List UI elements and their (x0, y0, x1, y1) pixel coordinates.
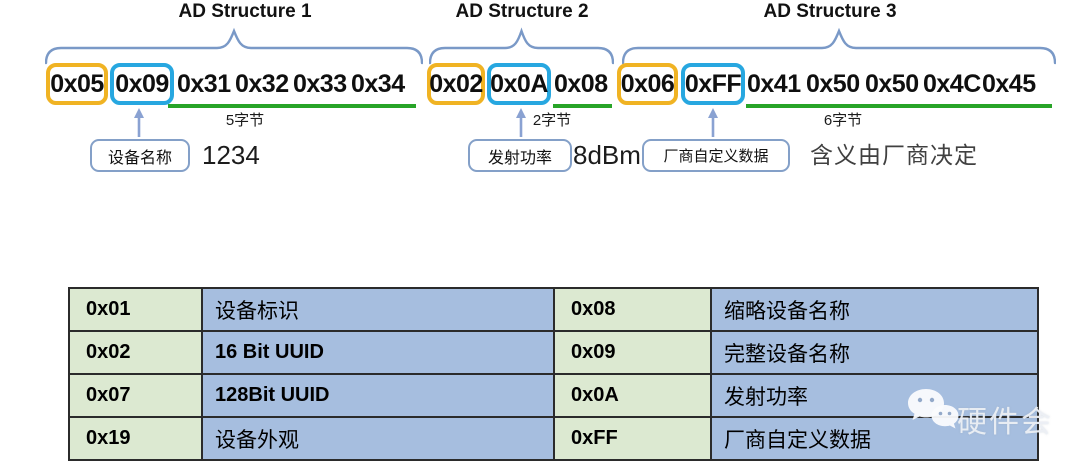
up-arrow-icon (516, 108, 526, 137)
ad-type-desc-cell: 发射功率 (710, 373, 1039, 418)
table-row: 0x01 设备标识 0x08 缩略设备名称 (68, 287, 1039, 332)
ad-type-code-cell: 0x0A (553, 373, 712, 418)
payload-byte: 0x32 (235, 70, 289, 98)
type-name-box-2: 发射功率 (468, 139, 572, 172)
payload-underline-2 (553, 104, 612, 108)
ad-type-code-cell: 0x19 (68, 416, 203, 461)
payload-byte: 0x33 (293, 70, 347, 98)
value-text-1: 1234 (202, 140, 260, 170)
ad-type-code-cell: 0x07 (68, 373, 203, 418)
length-byte-box-3: 0x06 (617, 63, 678, 105)
up-arrow-icon (134, 108, 144, 137)
value-text-2: 8dBm (573, 140, 641, 170)
payload-byte: 0x4C (923, 70, 981, 98)
payload-byte: 0x08 (554, 70, 608, 98)
table-row: 0x07 128Bit UUID 0x0A 发射功率 (68, 373, 1039, 418)
wechat-icon (908, 389, 959, 429)
up-arrow-icon (708, 108, 718, 137)
brace-ad-structure-1 (45, 27, 423, 65)
payload-underline-1 (168, 104, 416, 108)
ad-structure-2-label: AD Structure 2 (455, 1, 589, 22)
ad-structure-1-label: AD Structure 1 (178, 1, 312, 22)
payload-byte: 0x50 (806, 70, 860, 98)
table-row: 0x19 设备外观 0xFF 厂商自定义数据 (68, 416, 1039, 461)
ad-type-code-cell: 0x09 (553, 330, 712, 375)
ad-type-desc-cell: 设备外观 (201, 416, 555, 461)
watermark-text: 硬件会 (957, 406, 1053, 439)
ad-type-desc-cell: 厂商自定义数据 (710, 416, 1039, 461)
byte-count-1: 5字节 (225, 112, 265, 129)
ad-type-desc-cell: 设备标识 (201, 287, 555, 332)
length-byte-box-1: 0x05 (46, 63, 108, 105)
payload-underline-3 (746, 104, 1052, 108)
byte-count-2: 2字节 (532, 112, 572, 129)
table-row: 0x02 16 Bit UUID 0x09 完整设备名称 (68, 330, 1039, 375)
ad-type-code-cell: 0x01 (68, 287, 203, 332)
type-byte-box-3: 0xFF (681, 63, 745, 105)
ad-type-code-cell: 0x02 (68, 330, 203, 375)
payload-byte: 0x50 (865, 70, 919, 98)
ad-type-desc-cell: 128Bit UUID (201, 373, 555, 418)
ad-type-desc-cell: 缩略设备名称 (710, 287, 1039, 332)
type-name-box-1: 设备名称 (90, 139, 190, 172)
brace-ad-structure-3 (622, 27, 1056, 65)
byte-count-3: 6字节 (823, 112, 863, 129)
brace-ad-structure-2 (429, 27, 614, 65)
value-text-3: 含义由厂商决定 (810, 142, 978, 168)
length-byte-box-2: 0x02 (427, 63, 485, 105)
ad-type-code-cell: 0x08 (553, 287, 712, 332)
type-byte-box-1: 0x09 (110, 63, 174, 105)
payload-byte: 0x41 (747, 70, 801, 98)
type-byte-box-2: 0x0A (487, 63, 551, 105)
type-name-box-3: 厂商自定义数据 (642, 139, 790, 172)
payload-byte: 0x31 (177, 70, 231, 98)
ad-type-table: 0x01 设备标识 0x08 缩略设备名称 0x02 16 Bit UUID 0… (68, 287, 1039, 461)
payload-byte: 0x34 (351, 70, 405, 98)
ad-type-desc-cell: 完整设备名称 (710, 330, 1039, 375)
payload-byte: 0x45 (982, 70, 1036, 98)
ad-type-code-cell: 0xFF (553, 416, 712, 461)
ad-type-desc-cell: 16 Bit UUID (201, 330, 555, 375)
ad-structure-3-label: AD Structure 3 (763, 1, 897, 22)
